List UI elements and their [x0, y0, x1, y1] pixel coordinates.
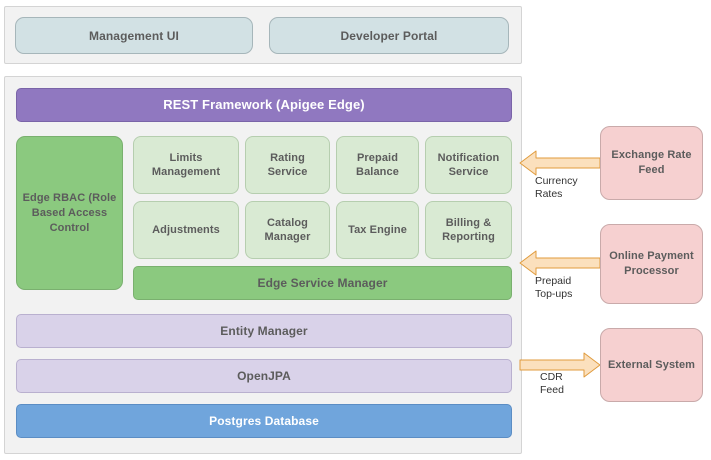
- node-notification-service[interactable]: Notification Service: [425, 136, 512, 194]
- node-label: Tax Engine: [348, 224, 407, 236]
- node-developer-portal[interactable]: Developer Portal: [269, 17, 509, 54]
- arrow-label-prepaid-topups: Prepaid Top-ups: [535, 275, 573, 300]
- node-postgres-database[interactable]: Postgres Database: [16, 404, 512, 438]
- node-edge-rbac[interactable]: Edge RBAC (Role Based Access Control: [16, 136, 123, 290]
- node-label: External System: [607, 358, 696, 371]
- node-label: Online Payment Processor: [609, 250, 694, 277]
- node-catalog-manager[interactable]: Catalog Manager: [245, 201, 330, 259]
- node-label: Catalog Manager: [264, 217, 311, 243]
- node-label: REST Framework (Apigee Edge): [163, 97, 365, 112]
- node-label: Developer Portal: [340, 28, 438, 43]
- node-entity-manager[interactable]: Entity Manager: [16, 314, 512, 348]
- node-label: Management UI: [89, 28, 179, 43]
- node-label: Adjustments: [152, 224, 220, 236]
- node-label: Rating Service: [267, 152, 308, 178]
- node-prepaid-balance[interactable]: Prepaid Balance: [336, 136, 419, 194]
- node-management-ui[interactable]: Management UI: [15, 17, 253, 54]
- node-label: Postgres Database: [209, 414, 319, 428]
- node-adjustments[interactable]: Adjustments: [133, 201, 239, 259]
- node-label: Prepaid Balance: [356, 152, 399, 178]
- arrow-cdr-feed: [519, 352, 601, 378]
- arrow-label-currency-rates: Currency Rates: [535, 175, 578, 200]
- node-online-payment-processor[interactable]: Online Payment Processor: [600, 224, 703, 304]
- node-edge-service-manager[interactable]: Edge Service Manager: [133, 266, 512, 300]
- node-limits-management[interactable]: Limits Management: [133, 136, 239, 194]
- node-label: Entity Manager: [220, 324, 308, 338]
- arrow-prepaid-topups: [519, 250, 601, 276]
- node-rest-framework[interactable]: REST Framework (Apigee Edge): [16, 88, 512, 122]
- platform-layer-panel: REST Framework (Apigee Edge) Edge RBAC (…: [4, 76, 522, 454]
- node-label: Edge Service Manager: [257, 276, 388, 290]
- node-billing-reporting[interactable]: Billing & Reporting: [425, 201, 512, 259]
- node-label: Exchange Rate Feed: [611, 149, 692, 176]
- node-label: OpenJPA: [237, 369, 291, 383]
- node-tax-engine[interactable]: Tax Engine: [336, 201, 419, 259]
- node-external-system[interactable]: External System: [600, 328, 703, 402]
- node-label: Billing & Reporting: [442, 217, 495, 243]
- node-label: Notification Service: [437, 152, 500, 178]
- node-rating-service[interactable]: Rating Service: [245, 136, 330, 194]
- node-label: Limits Management: [151, 152, 221, 178]
- arrow-label-cdr-feed: CDR Feed: [540, 371, 564, 396]
- client-layer-panel: Management UI Developer Portal: [4, 6, 522, 64]
- node-label: Edge RBAC (Role Based Access Control: [22, 191, 117, 234]
- arrow-currency-rates: [519, 150, 601, 176]
- node-openjpa[interactable]: OpenJPA: [16, 359, 512, 393]
- node-exchange-rate-feed[interactable]: Exchange Rate Feed: [600, 126, 703, 200]
